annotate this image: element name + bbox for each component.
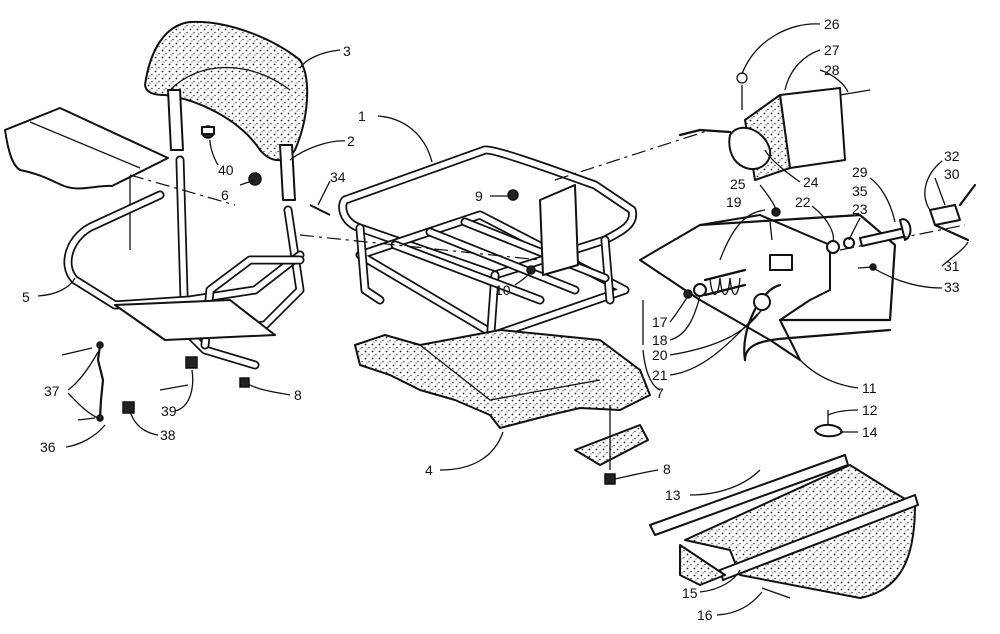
callout-16: 16 <box>697 607 713 623</box>
callout-17: 17 <box>652 314 668 330</box>
callout-12: 12 <box>862 402 878 418</box>
callout-4: 4 <box>425 462 433 478</box>
hitch-plate-part <box>639 207 897 362</box>
callout-27: 27 <box>824 42 840 58</box>
callout-24: 24 <box>803 174 819 190</box>
callout-10: 10 <box>495 282 511 298</box>
callout-21: 21 <box>652 367 668 383</box>
hitch-pin-part <box>826 183 977 271</box>
seat-frame-part <box>63 155 305 370</box>
callout-22: 22 <box>795 194 811 210</box>
callout-9: 9 <box>475 188 483 204</box>
callout-31: 31 <box>944 258 960 274</box>
taillight-part <box>678 72 871 181</box>
callout-33: 33 <box>944 279 960 295</box>
callout-labels: 1 2 3 4 5 6 7 8 8 9 10 11 12 13 14 15 16… <box>22 16 960 623</box>
seat-panel-part <box>4 107 169 250</box>
callout-1: 1 <box>358 108 366 124</box>
mount-bracket-part <box>574 300 649 485</box>
callout-7: 7 <box>656 385 664 401</box>
callout-23: 23 <box>852 201 868 217</box>
callout-32: 32 <box>944 148 960 164</box>
callout-5: 5 <box>22 289 30 305</box>
callout-6: 6 <box>221 187 229 203</box>
callout-25: 25 <box>730 176 746 192</box>
callout-14: 14 <box>862 424 878 440</box>
callout-35: 35 <box>852 183 868 199</box>
callout-8-upper: 8 <box>294 387 302 403</box>
callout-11: 11 <box>862 380 877 396</box>
callout-28: 28 <box>824 62 840 78</box>
callout-29: 29 <box>852 164 868 180</box>
callout-30: 30 <box>944 166 960 182</box>
callout-38: 38 <box>160 427 176 443</box>
rack-base-part <box>354 329 651 429</box>
callout-26: 26 <box>824 16 840 32</box>
callout-36: 36 <box>40 439 56 455</box>
callout-34: 34 <box>330 169 346 185</box>
callout-15: 15 <box>682 585 698 601</box>
mud-flap-part <box>649 410 919 599</box>
callout-18: 18 <box>652 332 668 348</box>
callout-37: 37 <box>44 383 60 399</box>
callout-19: 19 <box>726 194 742 210</box>
cargo-rack-part <box>338 145 638 350</box>
callout-39: 39 <box>161 403 177 419</box>
hardware-small-left-part <box>61 125 331 422</box>
assembly-center-lines <box>129 129 966 261</box>
callout-20: 20 <box>652 347 668 363</box>
callout-3: 3 <box>343 43 351 59</box>
leader-lines <box>37 23 969 616</box>
callout-8-lower: 8 <box>663 461 671 477</box>
callout-13: 13 <box>665 487 681 503</box>
callout-2: 2 <box>347 133 355 149</box>
callout-40: 40 <box>218 162 234 178</box>
